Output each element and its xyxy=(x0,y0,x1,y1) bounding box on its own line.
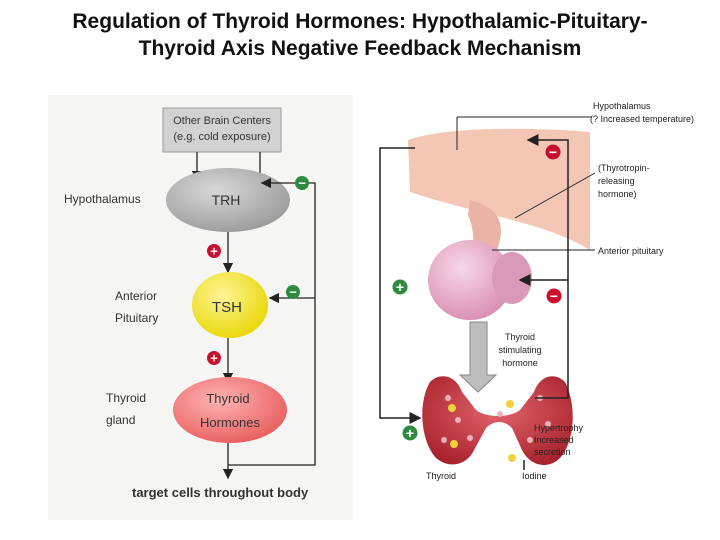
trh-label-1: (Thyrotropin- xyxy=(598,163,650,173)
feedback-to-hypothalamus-line xyxy=(228,177,316,466)
title-line-2: Thyroid Axis Negative Feedback Mechanism xyxy=(138,37,582,60)
hypothalamus-sublabel: (? Increased temperature) xyxy=(590,114,694,124)
feedback-to-hypothalamus-right xyxy=(526,134,569,399)
trh-node xyxy=(166,168,290,232)
tsh-gray-arrow xyxy=(458,321,498,393)
svg-text:−: − xyxy=(549,144,557,160)
pituitary-minus-sign: − xyxy=(286,285,300,300)
other-brain-centers-line-1: Other Brain Centers xyxy=(173,115,271,127)
thyroid-hormones-node xyxy=(173,377,287,443)
trh-label-3: hormone) xyxy=(598,189,637,199)
tsh-plus-sign: + xyxy=(207,351,221,366)
hypothalamus-row: Hypothalamus TRH xyxy=(64,168,290,232)
other-brain-centers-box: Other Brain Centers (e.g. cold exposure) xyxy=(162,107,282,153)
trh-plus-sign: + xyxy=(207,244,221,259)
tsh-node-label: TSH xyxy=(212,299,242,316)
right-panel: + + − − Hypothalamus (? Increased temper… xyxy=(379,101,694,481)
thyroid-hormones-label-1: Thyroid xyxy=(206,391,249,406)
target-cells-label: target cells throughout body xyxy=(132,485,309,500)
tsh-label-3: hormone xyxy=(502,358,538,368)
trh-pointer-line xyxy=(514,172,596,219)
left-panel: Other Brain Centers (e.g. cold exposure)… xyxy=(48,95,353,520)
thyroid-hormones-label-2: Hormones xyxy=(200,415,260,430)
stimulatory-loop-line xyxy=(379,147,422,424)
svg-text:−: − xyxy=(298,176,306,191)
thyroid-side-label-2: gland xyxy=(106,413,135,427)
other-brain-centers-line-2: (e.g. cold exposure) xyxy=(173,131,270,143)
right-plus-sign-lower: + xyxy=(402,425,418,441)
effects-label-2: Increased xyxy=(534,435,574,445)
pituitary-side-label-1: Anterior xyxy=(115,289,157,303)
svg-text:+: + xyxy=(210,351,218,366)
svg-text:−: − xyxy=(289,285,297,300)
trh-node-label: TRH xyxy=(212,192,241,208)
svg-text:+: + xyxy=(396,279,404,295)
hypothalamus-tissue xyxy=(408,128,590,250)
hypothalamus-label: Hypothalamus xyxy=(593,101,651,111)
svg-text:+: + xyxy=(210,244,218,259)
effects-label-3: secretion xyxy=(534,447,571,457)
thyroid-side-label-1: Thyroid xyxy=(106,391,146,405)
pituitary-anterior-lobe xyxy=(428,240,512,320)
iodine-label: Iodine xyxy=(522,471,547,481)
hypothalamus-minus-sign: − xyxy=(295,176,309,191)
diagram-title: Regulation of Thyroid Hormones: Hypothal… xyxy=(0,8,720,62)
anterior-pituitary-label: Anterior pituitary xyxy=(598,246,664,256)
thyroid-row: Thyroid gland Thyroid Hormones xyxy=(106,377,287,443)
pituitary-side-label-2: Pituitary xyxy=(115,311,158,325)
right-minus-sign-upper: − xyxy=(545,144,561,160)
title-line-1: Regulation of Thyroid Hormones: Hypothal… xyxy=(72,10,648,33)
right-plus-sign-upper: + xyxy=(392,279,408,295)
svg-text:−: − xyxy=(550,288,558,304)
tsh-node xyxy=(192,272,268,338)
trh-label-2: releasing xyxy=(598,176,635,186)
right-minus-sign-lower: − xyxy=(546,288,562,304)
pituitary-posterior-lobe xyxy=(492,252,532,304)
tsh-label-2: stimulating xyxy=(498,345,541,355)
pituitary-row: Anterior Pituitary TSH xyxy=(115,272,268,338)
svg-text:+: + xyxy=(406,425,414,441)
thyroid-label: Thyroid xyxy=(426,471,456,481)
effects-label-1: Hypertrophy xyxy=(534,423,584,433)
tsh-label-1: Thyroid xyxy=(505,332,535,342)
hypothalamus-side-label: Hypothalamus xyxy=(64,192,141,206)
